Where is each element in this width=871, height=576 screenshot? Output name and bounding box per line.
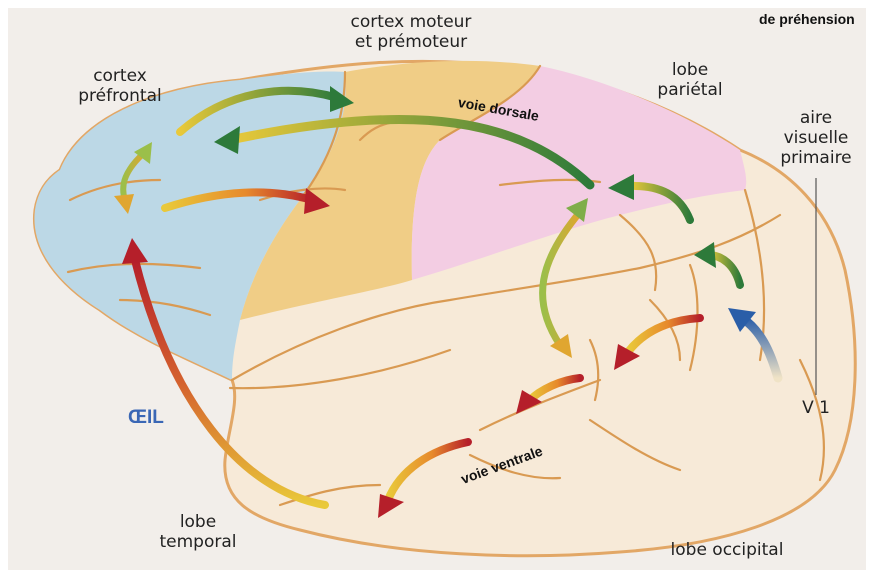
parietal-label-line2: pariétal	[640, 80, 740, 100]
visual-area-label: aire visuelle primaire	[768, 108, 864, 168]
parietal-label: lobe pariétal	[640, 60, 740, 100]
occipital-label: lobe occipital	[652, 540, 802, 560]
prefrontal-label: cortex préfrontal	[60, 66, 180, 106]
motor-label: cortex moteur et prémoteur	[336, 12, 486, 52]
prefrontal-label-line2: préfrontal	[60, 86, 180, 106]
prefrontal-label-line1: cortex	[60, 66, 180, 86]
motor-label-line1: cortex moteur	[336, 12, 486, 32]
visual-area-label-line2: visuelle	[768, 128, 864, 148]
visual-area-label-line1: aire	[768, 108, 864, 128]
visual-area-label-line3: primaire	[768, 148, 864, 168]
motor-label-line2: et prémoteur	[336, 32, 486, 52]
temporal-label-line1: lobe	[148, 512, 248, 532]
top-right-label: de préhension	[759, 9, 855, 29]
temporal-label-line2: temporal	[148, 532, 248, 552]
v1-label: V 1	[796, 398, 836, 418]
temporal-label: lobe temporal	[148, 512, 248, 552]
eye-label: ŒIL	[128, 408, 164, 428]
parietal-label-line1: lobe	[640, 60, 740, 80]
